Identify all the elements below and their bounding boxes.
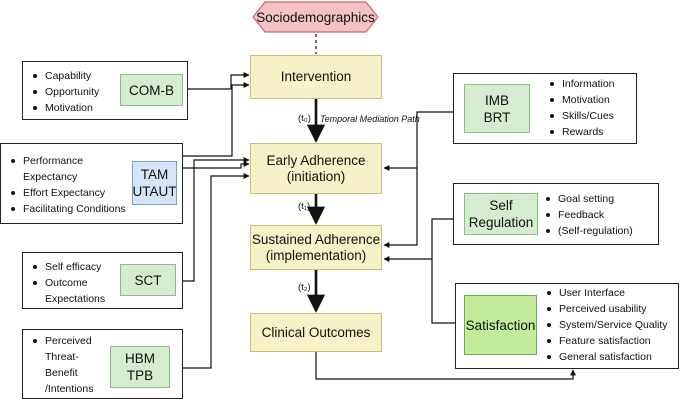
list-item: Motivation <box>549 92 615 108</box>
list-item: General satisfaction <box>546 349 668 365</box>
list-item: Expectations <box>45 293 106 305</box>
list-item: /Intentions <box>45 383 94 395</box>
list-item: Skills/Cues <box>549 108 615 124</box>
link-comb-to-intervention <box>188 72 250 90</box>
link-imb-to-sustained <box>383 168 418 248</box>
list-item: Opportunity <box>32 84 99 100</box>
list-item: Self efficacy <box>32 259 105 275</box>
link-imb-to-early <box>383 111 453 171</box>
sct-bullet-list: Self efficacy Outcome Expectations <box>32 259 105 307</box>
temporal-mediation-path-label: Temporal Mediation Path <box>320 114 420 124</box>
link-tam-to-intervention <box>183 82 250 157</box>
list-item: Performance <box>10 153 126 169</box>
list-item: (Self-regulation) <box>545 223 633 239</box>
tam-utaut-theory-box: TAM UTAUT <box>132 161 177 205</box>
sociodemographics-label: Sociodemographics <box>256 9 375 25</box>
list-item: Perceived usability <box>546 301 668 317</box>
list-item: Perceived <box>32 333 93 349</box>
list-item: System/Service Quality <box>546 317 668 333</box>
link-tam-to-early <box>183 161 250 169</box>
hbm-tpb-group: Perceived Threat- Benefit /Intentions HB… <box>22 329 183 399</box>
list-item: Rewards <box>549 124 615 140</box>
satisfaction-theory-box: Satisfaction <box>464 295 537 355</box>
sct-theory-box: SCT <box>120 264 176 296</box>
comb-bullet-list: Capability Opportunity Motivation <box>32 68 99 116</box>
satisfaction-bullet-list: User Interface Perceived usability Syste… <box>546 285 668 365</box>
self-regulation-theory-box: Self Regulation <box>464 193 538 235</box>
list-item: Effort Expectancy <box>10 185 126 201</box>
self-regulation-bullet-list: Goal setting Feedback (Self-regulation) <box>545 191 633 239</box>
sociodemographics-shape <box>252 1 379 33</box>
link-outcomes-to-satisfaction <box>315 352 576 380</box>
clinical-outcomes-box: Clinical Outcomes <box>250 313 382 352</box>
list-item: Motivation <box>32 100 99 116</box>
imb-brt-group: IMB BRT Information Motivation Skills/Cu… <box>453 73 637 144</box>
list-item: User Interface <box>546 285 668 301</box>
comb-group: Capability Opportunity Motivation COM-B <box>22 61 188 120</box>
time-label-t0: (t₀) <box>298 113 311 124</box>
list-item: Information <box>549 76 615 92</box>
time-label-t1: (t₁) <box>298 201 311 212</box>
list-item: Facilitating Conditions <box>10 201 126 217</box>
list-item: Feature satisfaction <box>546 333 668 349</box>
tam-utaut-bullet-list: Performance Expectancy Effort Expectancy… <box>10 153 126 217</box>
hbm-tpb-bullet-list: Perceived Threat- Benefit /Intentions <box>32 333 93 397</box>
sct-group: Self efficacy Outcome Expectations SCT <box>22 252 183 309</box>
hbm-tpb-theory-box: HBM TPB <box>110 346 170 388</box>
link-hbm-to-early <box>183 173 250 369</box>
comb-theory-box: COM-B <box>120 74 183 106</box>
intervention-box: Intervention <box>250 55 382 99</box>
early-adherence-box: Early Adherence (initiation) <box>250 143 382 194</box>
list-item: Goal setting <box>545 191 633 207</box>
list-item: Threat- <box>45 351 79 363</box>
tam-utaut-group: Performance Expectancy Effort Expectancy… <box>0 143 183 224</box>
satisfaction-group: Satisfaction User Interface Perceived us… <box>455 283 679 369</box>
list-item: Outcome <box>32 275 105 291</box>
imb-brt-theory-box: IMB BRT <box>464 84 530 133</box>
self-regulation-group: Self Regulation Goal setting Feedback (S… <box>453 183 659 245</box>
list-item: Feedback <box>545 207 633 223</box>
link-sct-to-early <box>183 157 250 282</box>
time-label-t2: (t₂) <box>298 282 311 293</box>
imb-brt-bullet-list: Information Motivation Skills/Cues Rewar… <box>549 76 615 140</box>
link-satisfaction-to-sustained <box>431 259 462 324</box>
sustained-adherence-box: Sustained Adherence (implementation) <box>250 225 382 270</box>
list-item: Benefit <box>45 367 78 379</box>
list-item: Capability <box>32 68 99 84</box>
link-selfreg-to-sustained <box>383 218 453 262</box>
list-item: Expectancy <box>23 171 78 183</box>
